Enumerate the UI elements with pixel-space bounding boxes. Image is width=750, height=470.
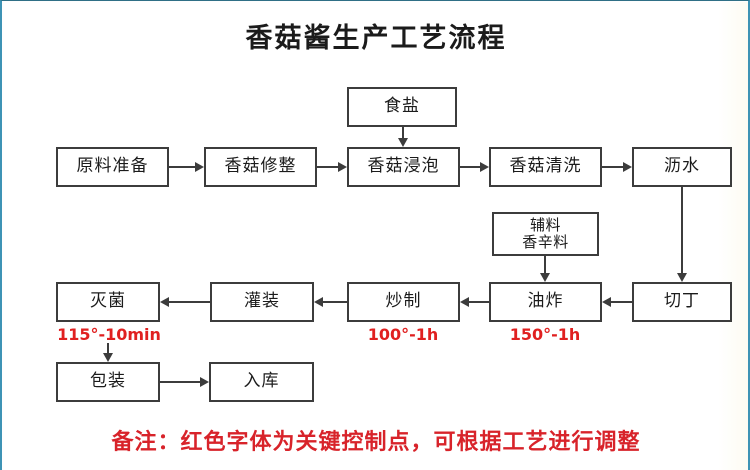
- node-dice: 切丁: [632, 282, 732, 322]
- connector-dice-to-fry: [611, 301, 632, 303]
- node-wash-label: 香菇清洗: [509, 156, 582, 177]
- connector-wash-to-drain: [602, 166, 623, 168]
- diagram-canvas: 香菇酱生产工艺流程 食盐 原料准备 香菇修整 香菇浸泡 香菇清洗 沥水 辅料 香…: [4, 2, 748, 470]
- connector-raw-material-to-trim: [169, 166, 195, 168]
- node-warehouse-label: 入库: [243, 371, 280, 392]
- connector-spices-to-fry: [544, 256, 546, 273]
- node-fill-label: 灌装: [244, 291, 280, 312]
- node-raw-material: 原料准备: [56, 147, 169, 187]
- node-dice-label: 切丁: [664, 291, 700, 312]
- connector-drain-to-dice: [681, 187, 683, 273]
- node-stirfry: 炒制: [347, 282, 460, 322]
- connector-fill-to-sterilize: [169, 301, 210, 303]
- node-sterilize: 灭菌: [56, 282, 160, 322]
- annotation-fry-param: 150°-1h: [509, 325, 581, 344]
- node-raw-material-label: 原料准备: [76, 156, 149, 177]
- connector-trim-to-soak: [317, 166, 338, 168]
- node-fill: 灌装: [210, 282, 314, 322]
- node-warehouse: 入库: [209, 362, 314, 402]
- connector-salt-to-soak: [402, 127, 404, 138]
- arrowhead-drain-to-dice: [677, 273, 687, 282]
- arrowhead-fry-to-stirfry: [460, 297, 469, 307]
- node-spices-label-line2: 香辛料: [522, 233, 569, 251]
- node-drain: 沥水: [632, 147, 732, 187]
- connector-fry-to-stirfry: [469, 301, 489, 303]
- page-title: 香菇酱生产工艺流程: [245, 23, 507, 54]
- node-fry: 油炸: [489, 282, 602, 322]
- node-wash: 香菇清洗: [489, 147, 602, 187]
- annotation-stirfry-param: 100°-1h: [367, 325, 439, 344]
- node-package: 包装: [56, 362, 160, 402]
- connector-sterilize-to-package: [107, 343, 109, 353]
- arrowhead-raw-material-to-trim: [195, 162, 204, 172]
- node-trim: 香菇修整: [204, 147, 317, 187]
- node-salt-label: 食盐: [384, 96, 420, 117]
- annotation-sterilize-param: 115°-10min: [57, 325, 161, 344]
- node-stirfry-label: 炒制: [385, 291, 422, 312]
- arrowhead-sterilize-to-package: [103, 353, 113, 362]
- connector-package-to-warehouse: [160, 381, 200, 383]
- node-sterilize-label: 灭菌: [90, 291, 126, 312]
- arrowhead-wash-to-drain: [623, 162, 632, 172]
- connector-soak-to-wash: [460, 166, 480, 168]
- arrowhead-dice-to-fry: [602, 297, 611, 307]
- node-spices: 辅料 香辛料: [492, 212, 599, 256]
- arrowhead-package-to-warehouse: [200, 377, 209, 387]
- node-spices-label-line1: 辅料: [529, 215, 561, 234]
- node-salt: 食盐: [347, 87, 457, 127]
- node-fry-label: 油炸: [527, 291, 564, 312]
- node-trim-label: 香菇修整: [224, 156, 297, 177]
- footer-note: 备注：红色字体为关键控制点，可根据工艺进行调整: [111, 430, 641, 455]
- arrowhead-soak-to-wash: [480, 162, 489, 172]
- arrowhead-fill-to-sterilize: [160, 297, 169, 307]
- node-drain-label: 沥水: [664, 156, 700, 177]
- node-soak: 香菇浸泡: [347, 147, 460, 187]
- arrowhead-salt-to-soak: [398, 138, 408, 147]
- node-soak-label: 香菇浸泡: [367, 156, 440, 177]
- node-package-label: 包装: [90, 371, 126, 392]
- arrowhead-stirfry-to-fill: [314, 297, 323, 307]
- connector-stirfry-to-fill: [323, 301, 347, 303]
- arrowhead-trim-to-soak: [338, 162, 347, 172]
- arrowhead-spices-to-fry: [540, 273, 550, 282]
